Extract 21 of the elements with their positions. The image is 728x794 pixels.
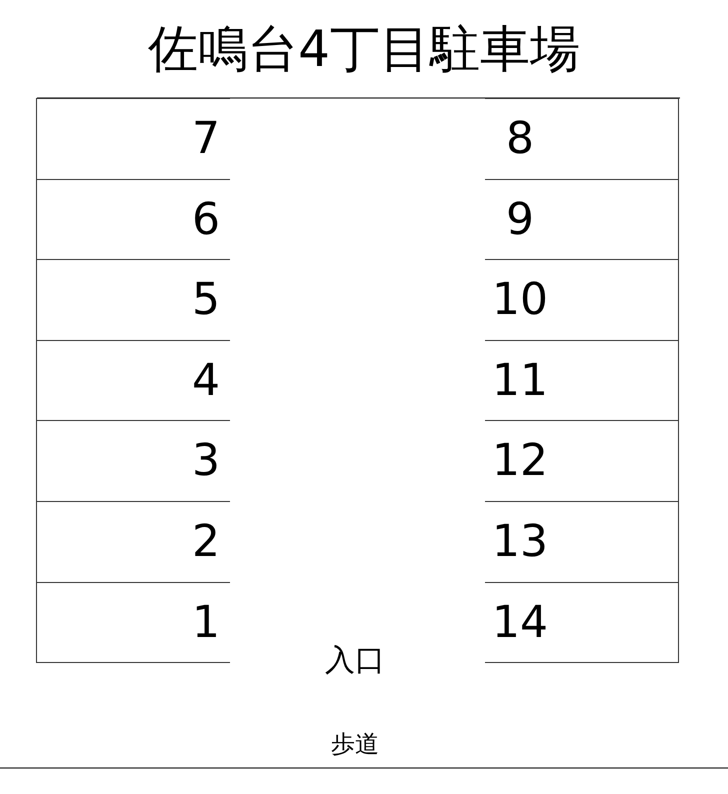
space-number: 14 xyxy=(491,596,549,650)
space-number: 8 xyxy=(505,112,535,166)
space-number: 6 xyxy=(191,192,221,247)
space-number: 5 xyxy=(191,273,221,328)
sidewalk-label: 歩道 xyxy=(330,729,380,760)
space-number: 2 xyxy=(191,515,221,569)
space-number: 12 xyxy=(491,434,549,488)
space-number: 9 xyxy=(505,192,535,247)
parking-space xyxy=(36,582,230,664)
space-number: 11 xyxy=(491,354,549,408)
space-number: 1 xyxy=(191,596,221,650)
parking-space xyxy=(485,582,679,664)
space-number: 4 xyxy=(191,354,221,408)
space-number: 13 xyxy=(491,515,549,569)
parking-space xyxy=(485,98,679,180)
title: 佐鳴台4丁目駐車場 xyxy=(147,19,581,80)
space-number: 7 xyxy=(191,112,221,166)
parking-space xyxy=(36,98,230,180)
space-number: 3 xyxy=(191,434,221,488)
space-number: 10 xyxy=(491,273,549,328)
entrance-label: 入口 xyxy=(324,642,386,680)
